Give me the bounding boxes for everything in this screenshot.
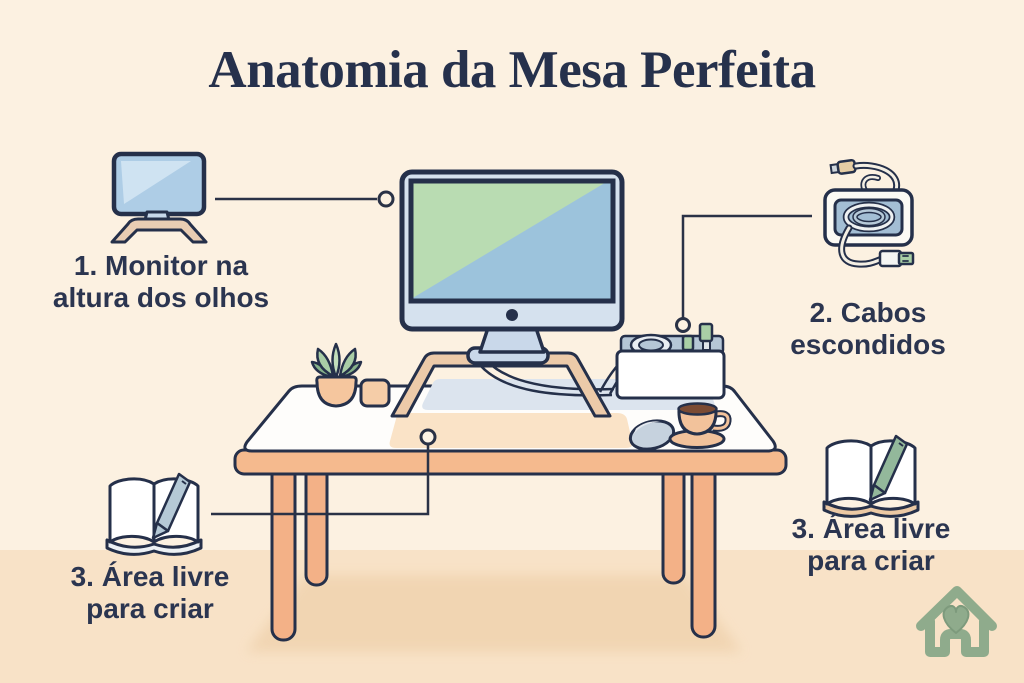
- annotation-free-area-right-line1: 3. Área livre: [791, 513, 951, 544]
- cable-box: [615, 322, 726, 400]
- connector-monitor: [215, 190, 395, 208]
- connector-cables: [675, 214, 812, 333]
- annotation-free-area-right: 3. Área livre para criar: [792, 513, 951, 577]
- monitor-icon-stand: [110, 217, 208, 244]
- book-pen-icon-right: [822, 434, 920, 518]
- book-pen-icon-left: [105, 472, 203, 556]
- succulent-plant: [310, 342, 363, 408]
- desk-edge: [233, 448, 788, 476]
- page-title: Anatomia da Mesa Perfeita: [208, 41, 816, 99]
- heart-icon: [942, 604, 970, 634]
- mouse: [628, 419, 676, 451]
- pen-icon: [151, 472, 192, 540]
- pen-icon: [868, 434, 909, 502]
- floor: [0, 550, 1024, 683]
- annotation-cables: 2. Cabos escondidos: [790, 297, 946, 361]
- plant-pot: [315, 375, 358, 408]
- annotation-monitor-line2: altura dos olhos: [52, 281, 270, 313]
- desk-cube: [359, 378, 391, 408]
- desk-mat: [389, 413, 633, 448]
- annotation-monitor: 1. Monitor na altura dos olhos: [53, 250, 269, 314]
- annotation-free-area-left-line1: 3. Área livre: [70, 561, 230, 592]
- annotation-free-area-left-line2: para criar: [86, 592, 214, 624]
- house-heart-logo: [916, 586, 997, 657]
- monitor-stand-neck: [478, 326, 546, 354]
- desk-shadow: [246, 575, 742, 652]
- annotation-cables-line1: 2. Cabos: [809, 297, 927, 328]
- annotation-free-area-right-line2: para criar: [807, 544, 935, 576]
- coffee-cup: [668, 402, 732, 449]
- monitor-screen: [408, 178, 616, 304]
- connector-free-area: [211, 428, 437, 516]
- monitor-riser: [390, 351, 612, 418]
- annotation-cables-line2: escondidos: [790, 328, 946, 360]
- main-monitor: [399, 169, 625, 365]
- desk-legs: [270, 456, 717, 642]
- annotation-monitor-line1: 1. Monitor na: [73, 250, 249, 281]
- monitor-icon: [110, 151, 208, 244]
- usb-sticks: [681, 322, 714, 357]
- annotation-free-area-left: 3. Área livre para criar: [71, 561, 230, 625]
- cable-organizer-icon: [823, 158, 915, 268]
- monitor-chin-dot: [506, 309, 518, 321]
